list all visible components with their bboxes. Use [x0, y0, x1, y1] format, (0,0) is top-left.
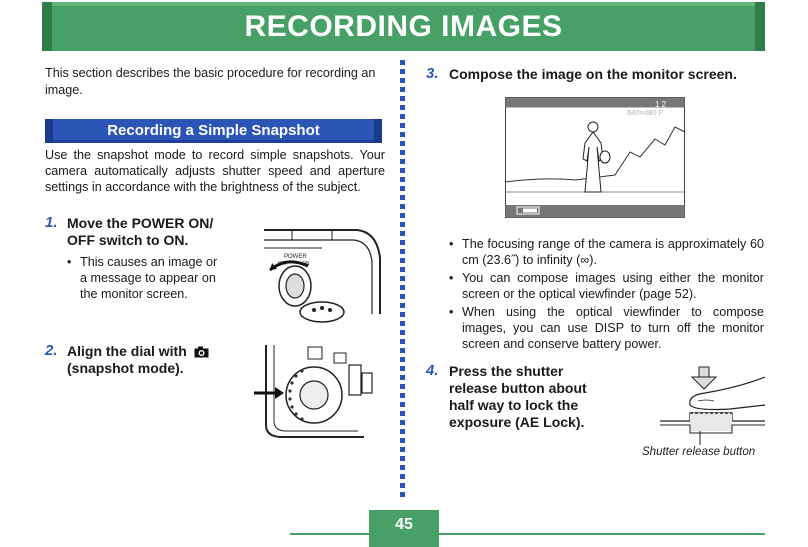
- section-body: Use the snapshot mode to record simple s…: [45, 148, 385, 194]
- step-1-bullet: This causes an image or a message to app…: [67, 254, 223, 302]
- section-title: Recording a Simple Snapshot: [107, 122, 320, 139]
- step-3-bullet-3: When using the optical viewfinder to com…: [449, 304, 764, 352]
- step-2-text-before: Align the dial with: [67, 343, 187, 359]
- step-2-text-after: (snapshot mode).: [67, 360, 184, 376]
- footer-line: [290, 533, 765, 535]
- shot-count: 1 2: [655, 100, 667, 109]
- step-3-bullet-1: The focusing range of the camera is appr…: [449, 236, 764, 268]
- power-switch-illustration: POWER ON OFF: [264, 229, 381, 323]
- shutter-caption: Shutter release button: [642, 446, 756, 458]
- step-4-number: 4.: [426, 362, 439, 379]
- page-number: 45: [395, 516, 413, 533]
- page-title: RECORDING IMAGES: [244, 10, 563, 43]
- monitor-screen-illustration: 1 2 640×480 F: [504, 97, 686, 218]
- step-3-text: Compose the image on the monitor screen.: [449, 66, 737, 82]
- shutter-press-illustration: [660, 366, 766, 445]
- page-header: RECORDING IMAGES: [42, 2, 765, 51]
- step-1-text: Move the POWER ON/ OFF switch to ON.: [67, 215, 214, 248]
- step-4-text: Press the shutter release button about h…: [449, 363, 587, 430]
- mode-dial-illustration: [254, 345, 373, 438]
- intro-text: This section describes the basic procedu…: [45, 66, 376, 97]
- step-3-number: 3.: [426, 65, 439, 82]
- step-3-bullet-2: You can compose images using either the …: [449, 270, 764, 302]
- step-2-text: Align the dial with (snapshot mode).: [67, 343, 237, 377]
- section-heading-bar: Recording a Simple Snapshot: [45, 119, 382, 143]
- camera-icon: [194, 346, 209, 358]
- resolution-indicator: 640×480 F: [627, 108, 663, 117]
- step-1-number: 1.: [45, 214, 58, 231]
- column-divider: [400, 60, 405, 500]
- page-number-badge: 45: [369, 510, 439, 547]
- power-label: POWER: [284, 254, 307, 260]
- step-2-number: 2.: [45, 342, 58, 359]
